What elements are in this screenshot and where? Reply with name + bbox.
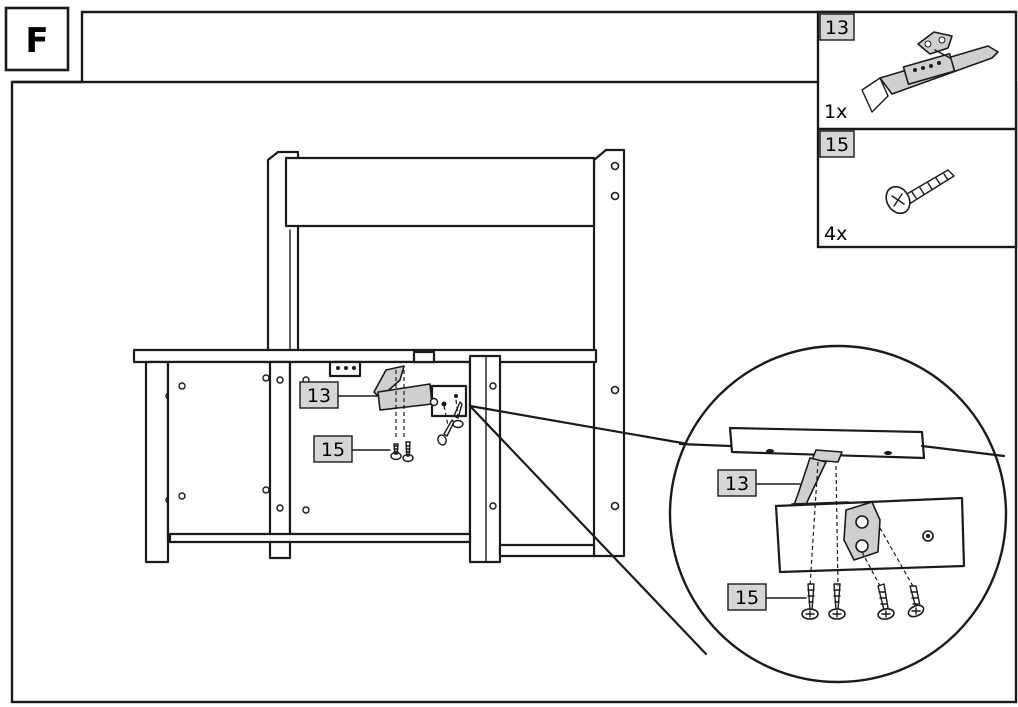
screw-icon (828, 583, 846, 620)
step-badge: F (4, 6, 1016, 84)
callout-15-detail-box (727, 583, 767, 611)
callout-13-detail: 13 (725, 473, 749, 495)
part-quantity: 4x (824, 223, 847, 245)
middle-leg (268, 360, 292, 560)
screw-icon (402, 441, 414, 463)
screw-icon (801, 583, 819, 620)
zoom-connector (468, 404, 708, 656)
callout-13-detail-box (717, 469, 757, 497)
backrest-panel (284, 156, 596, 228)
part-15-cell: 15 4x (819, 130, 955, 245)
part-13-cell: 13 1x (819, 13, 999, 123)
detail-magnifier: 13 15 (668, 344, 1008, 684)
screw-icon (885, 169, 955, 215)
screw-icon (907, 585, 925, 618)
callout-15-detail: 15 (735, 587, 759, 609)
step-letter: F (25, 21, 48, 61)
front-right-leg (468, 354, 502, 564)
parts-panel: 13 1x 15 4x (816, 10, 1018, 249)
back-right-post (592, 148, 626, 558)
bench-illustration: 13 15 (132, 148, 626, 564)
front-left-leg (144, 360, 170, 564)
part-number: 15 (825, 134, 849, 156)
part-number: 13 (825, 17, 849, 39)
callout-15-main: 15 (321, 439, 345, 461)
callout-13-main: 13 (307, 385, 331, 407)
screw-icon (452, 401, 464, 429)
callout-15-main-box (313, 435, 353, 463)
part-quantity: 1x (824, 101, 847, 123)
latch-icon (861, 31, 999, 113)
callout-13-main-box (299, 381, 339, 409)
screw-icon (390, 443, 402, 461)
latch-main (373, 365, 468, 463)
seat-board (132, 348, 598, 364)
outer-frame (10, 80, 1018, 704)
screw-icon (877, 583, 895, 620)
screw-icon (437, 419, 455, 446)
bottom-rail (168, 532, 472, 544)
